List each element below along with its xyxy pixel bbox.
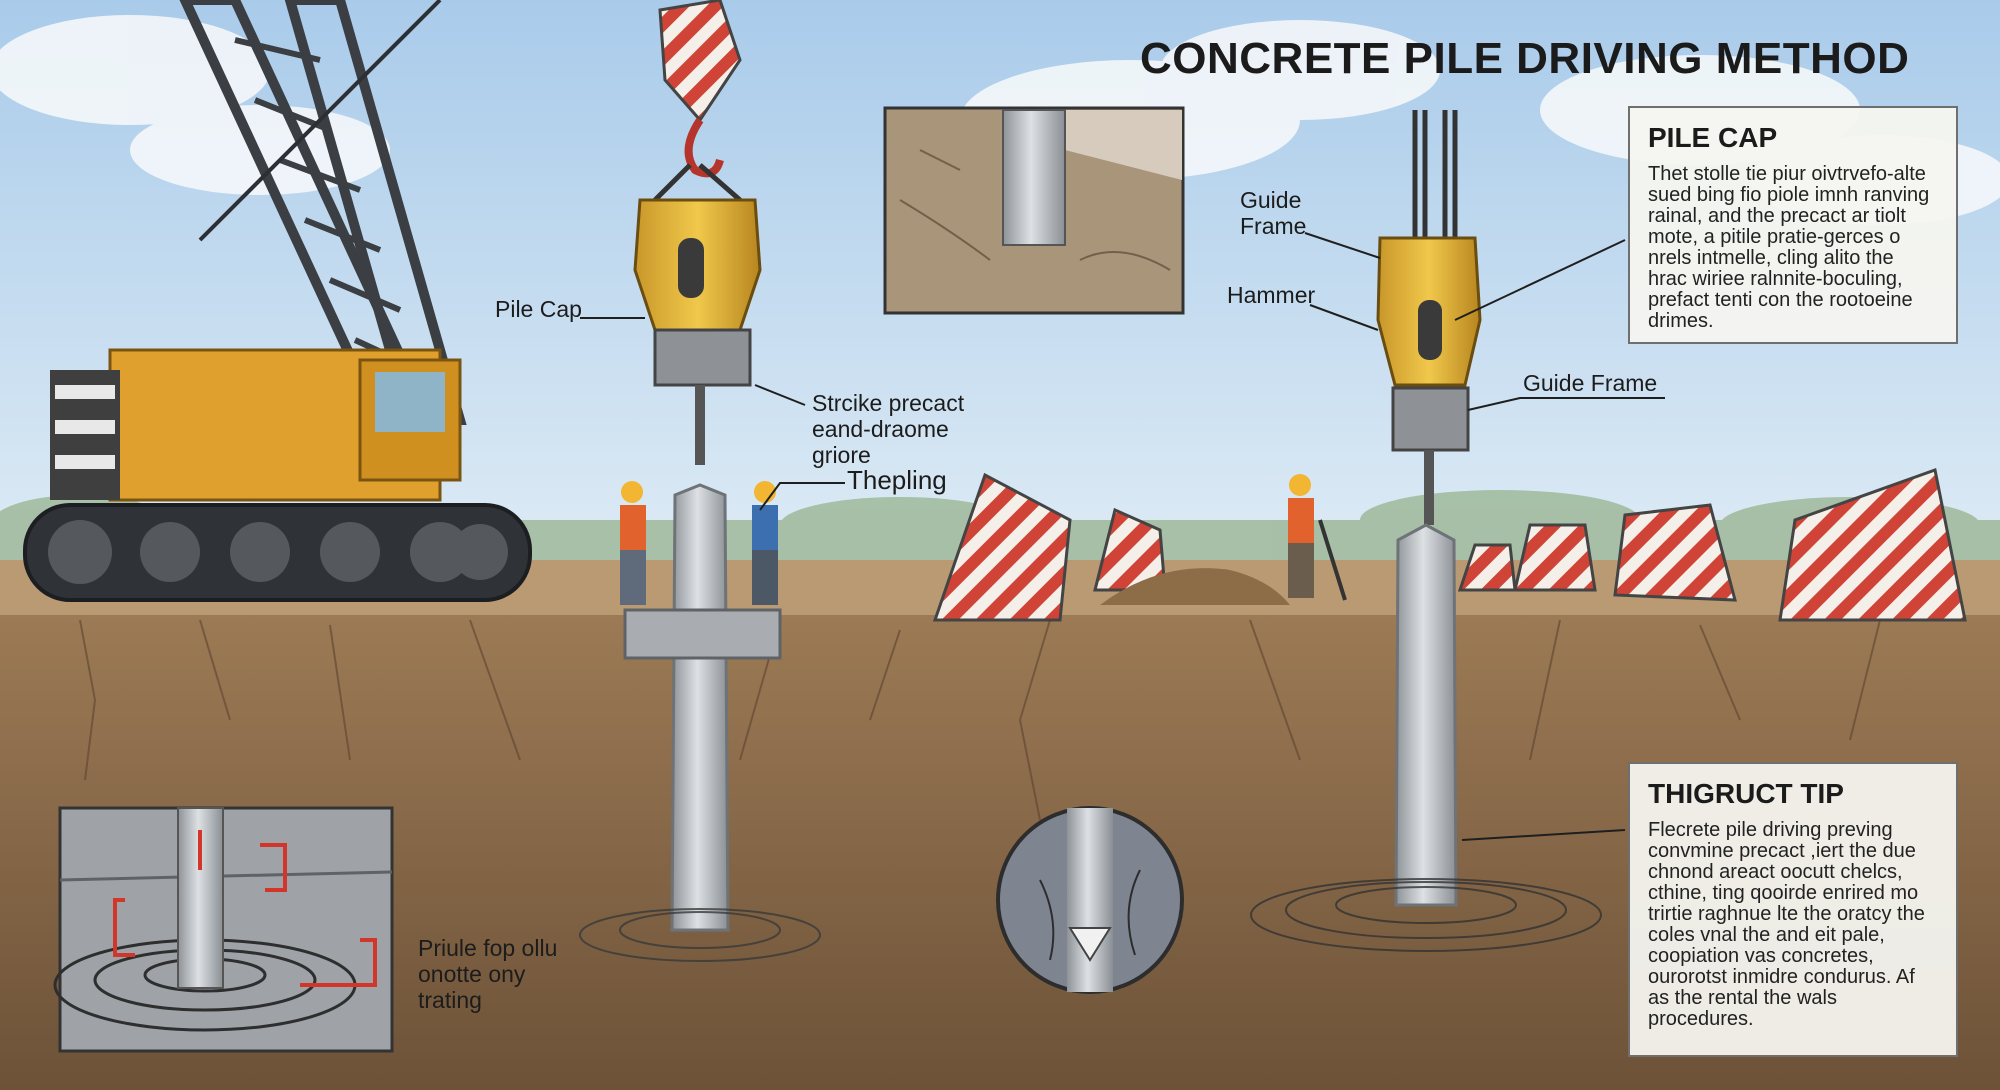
worker-1	[620, 481, 646, 605]
label-hammer: Hammer	[1227, 282, 1316, 308]
top-inset-detail	[883, 106, 1185, 315]
tip-info-box: THIGRUCT TIP Flecrete pile driving previ…	[1628, 762, 1958, 1057]
pile-cap-body: Thet stolle tie piur oivtrvefo-alte sued…	[1648, 163, 1930, 332]
right-concrete-pile	[1394, 523, 1458, 907]
dirt-mound	[1100, 568, 1290, 605]
warning-barriers	[932, 468, 1967, 622]
bottom-left-inset	[53, 806, 394, 1053]
right-pile-rig	[1250, 110, 1602, 952]
label-thepling: Thepling	[847, 465, 947, 495]
label-guide-frame-top: Guide Frame	[1240, 187, 1307, 239]
left-concrete-pile	[670, 483, 730, 932]
label-strike-note: Strcike precact eand-draome griore	[812, 390, 965, 468]
circular-inset	[996, 806, 1184, 994]
left-pile-cap	[653, 328, 752, 387]
tip-heading: THIGRUCT TIP	[1648, 778, 1844, 809]
left-pile-rig	[579, 0, 821, 962]
pile-cap-info-box: PILE CAP Thet stolle tie piur oivtrvefo-…	[1628, 106, 1958, 344]
right-guide-frame	[1391, 386, 1470, 452]
guide-collar	[623, 608, 782, 660]
leader-lines	[580, 232, 1665, 841]
label-guide-frame-right: Guide Frame	[1523, 370, 1658, 396]
crawler-crane	[23, 0, 532, 602]
page-title: CONCRETE PILE DRIVING METHOD	[1140, 34, 1910, 83]
worker-3	[1288, 474, 1347, 601]
pile-cap-heading: PILE CAP	[1648, 122, 1778, 153]
soil-section	[0, 615, 2000, 1090]
label-bottom-note: Priule fop ollu onotte ony trating	[418, 935, 558, 1013]
label-pile-cap: Pile Cap	[495, 296, 582, 322]
soil-cracks	[79, 619, 1881, 821]
worker-2	[752, 481, 778, 605]
tip-body: Flecrete pile driving preving convmine p…	[1648, 819, 1925, 1030]
